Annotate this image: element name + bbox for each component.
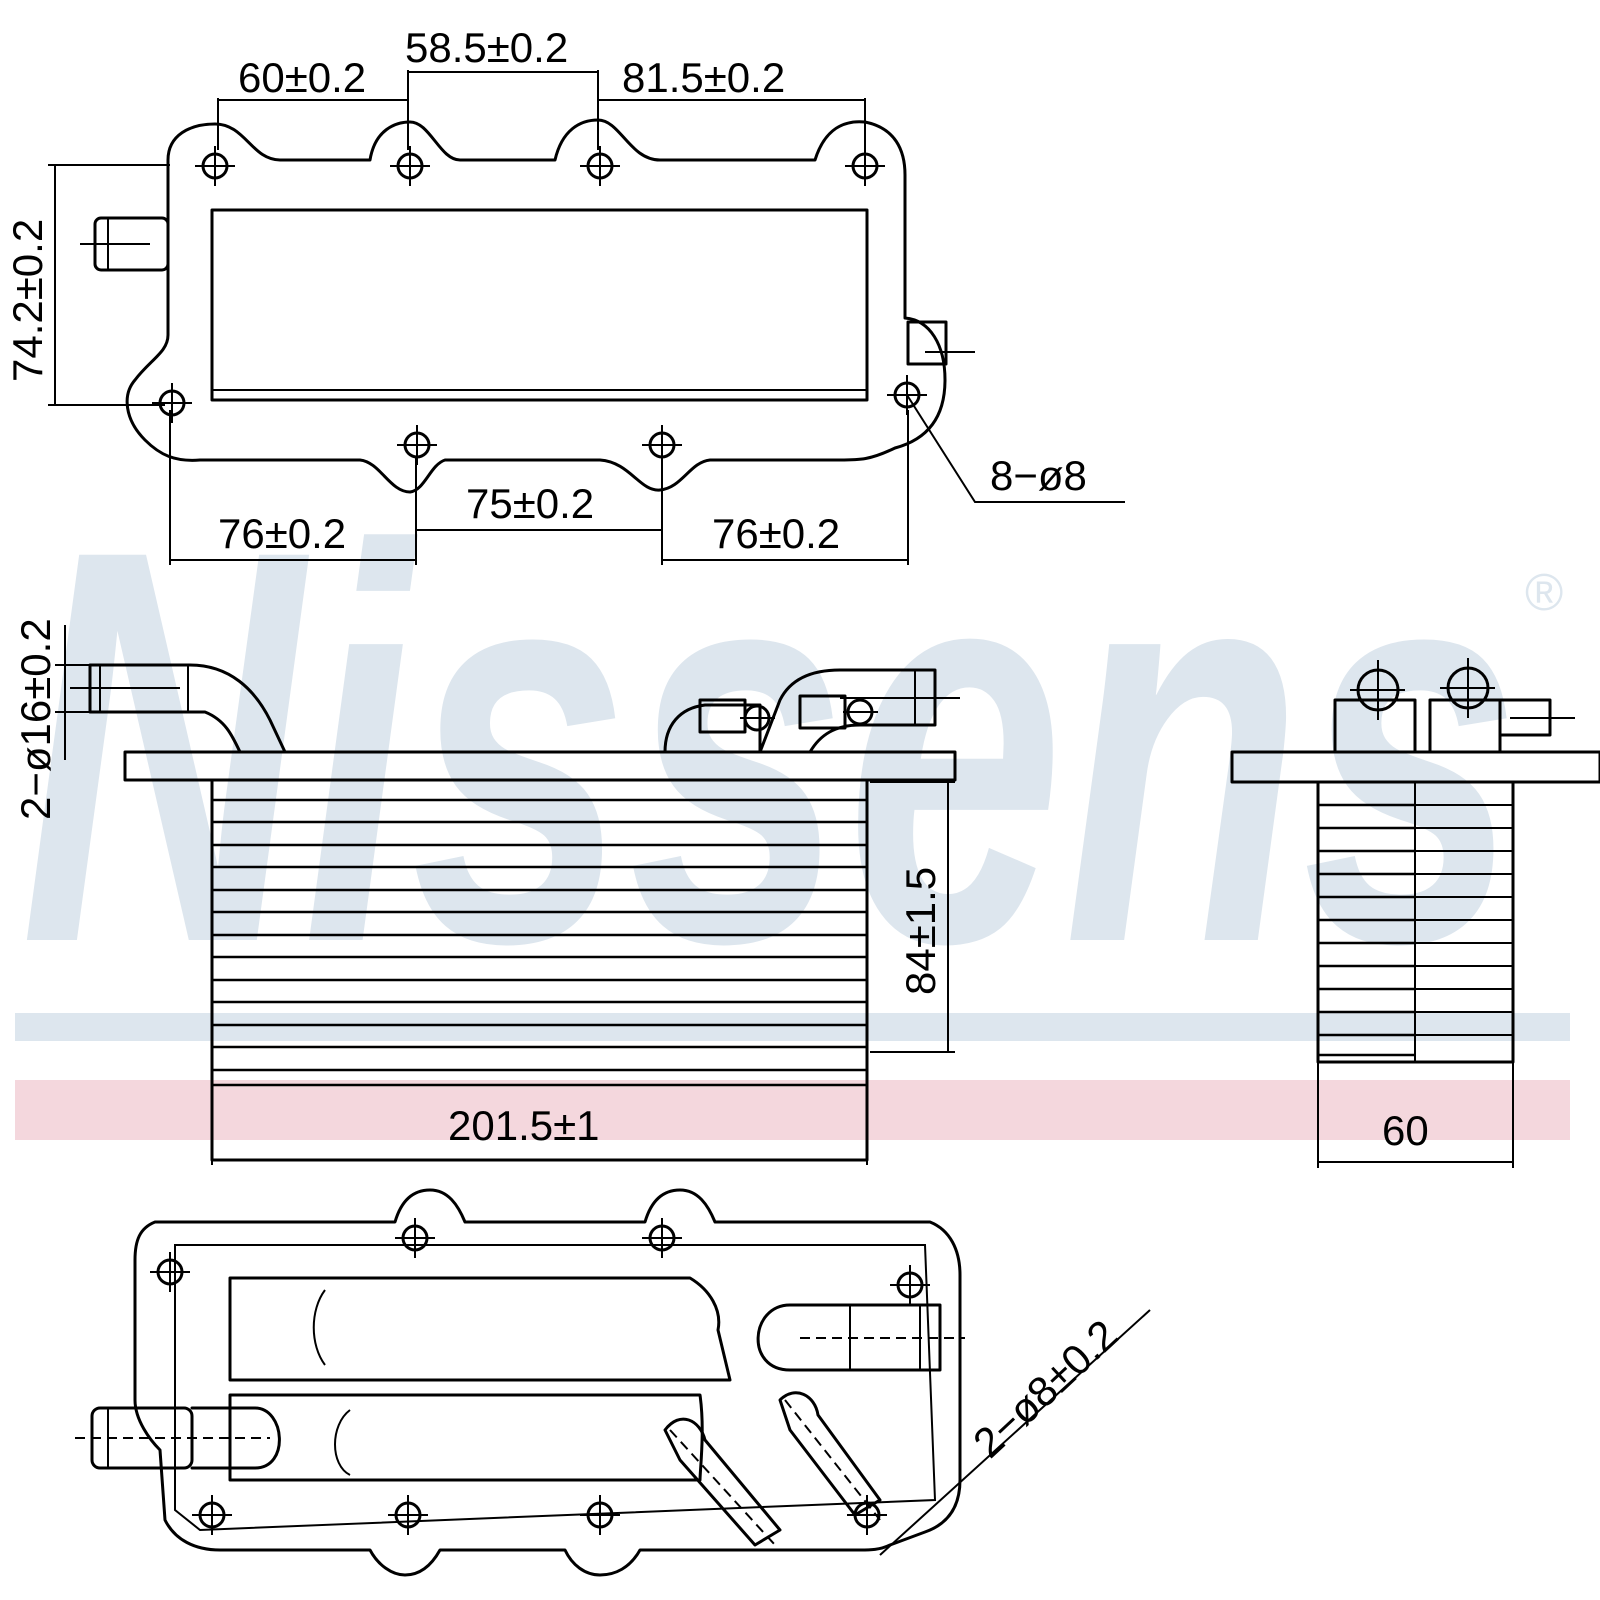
dim-port-diameter: 2−ø8±0.2 xyxy=(964,1311,1126,1467)
front-view-outlet-fittings xyxy=(663,668,960,754)
hole-icon xyxy=(195,146,235,186)
watermark-registered-mark: ® xyxy=(1525,564,1563,622)
hole-icon xyxy=(642,1218,682,1258)
top-view-dimension-lines xyxy=(48,70,1125,565)
top-view-mounting-holes xyxy=(152,146,927,465)
dim-bottom-spacing-3: 76±0.2 xyxy=(712,510,840,557)
hole-icon xyxy=(388,1495,428,1535)
watermark-blue-bar xyxy=(15,1013,1570,1041)
dim-top-spacing-2: 58.5±0.2 xyxy=(405,24,568,71)
hole-icon xyxy=(580,146,620,186)
bottom-view-flange-outline xyxy=(133,1188,962,1577)
dim-top-spacing-1: 60±0.2 xyxy=(238,54,366,101)
bottom-view: 2−ø8±0.2 xyxy=(75,1188,1151,1577)
bottom-view-mounting-holes xyxy=(150,1218,930,1535)
side-view-fins xyxy=(1318,803,1513,1057)
hole-icon xyxy=(192,1495,232,1535)
side-view-dimension-lines xyxy=(1317,1062,1514,1168)
side-view: 60 xyxy=(1230,658,1600,1168)
front-view-inlet-pipe xyxy=(70,663,287,754)
top-view: 60±0.2 58.5±0.2 81.5±0.2 74.2±0.2 76±0.2… xyxy=(4,24,1125,565)
dim-top-height: 74.2±0.2 xyxy=(4,219,51,382)
front-view: 2−ø16±0.2 84±1.5 201.5±1 xyxy=(12,618,960,1165)
front-view-dimension-lines xyxy=(55,625,955,1165)
bottom-view-channel-arc xyxy=(312,1289,326,1366)
bottom-view-channel-arc xyxy=(334,1409,351,1476)
watermark-pink-bar xyxy=(15,1080,1570,1140)
hole-icon xyxy=(395,1218,435,1258)
fitting-body xyxy=(698,698,747,734)
brand-watermark: Nissens ® xyxy=(15,433,1570,1140)
hole-icon xyxy=(150,1252,190,1292)
dim-core-height: 84±1.5 xyxy=(897,867,944,995)
hole-icon xyxy=(845,146,885,186)
dim-top-spacing-3: 81.5±0.2 xyxy=(622,54,785,101)
hole-icon xyxy=(580,1495,620,1535)
hole-icon xyxy=(390,146,430,186)
front-view-fins xyxy=(212,798,867,1087)
top-view-center-window xyxy=(210,208,869,402)
top-view-side-boss xyxy=(906,320,948,366)
dim-core-width: 60 xyxy=(1382,1107,1429,1154)
watermark-brand: Nissens xyxy=(20,433,1520,1059)
port-leader-line xyxy=(879,1309,1151,1556)
fitting-nut-icon xyxy=(1440,658,1495,718)
bottom-view-lower-channel xyxy=(228,1393,704,1482)
fitting-nut-icon xyxy=(843,698,878,726)
front-view-core xyxy=(210,778,869,1162)
dim-pipe-diameter: 2−ø16±0.2 xyxy=(12,618,59,820)
dim-core-length: 201.5±1 xyxy=(448,1102,600,1149)
dim-bottom-spacing-2: 75±0.2 xyxy=(466,480,594,527)
dim-bottom-spacing-1: 76±0.2 xyxy=(218,510,346,557)
hole-icon xyxy=(152,383,192,423)
side-view-fittings xyxy=(1333,658,1575,754)
bottom-view-angled-ports xyxy=(663,1391,882,1547)
dim-holes: 8−ø8 xyxy=(990,452,1087,499)
fitting-body xyxy=(798,694,847,730)
bottom-view-inlet-pipe xyxy=(75,1406,281,1470)
hole-icon xyxy=(847,1495,887,1535)
bottom-view-outlet-pipe xyxy=(756,1303,965,1372)
bottom-view-upper-channel xyxy=(228,1276,732,1382)
bottom-view-inner-outline xyxy=(174,1244,937,1532)
fitting-nut-icon xyxy=(1350,660,1405,720)
hole-icon xyxy=(890,1265,930,1305)
